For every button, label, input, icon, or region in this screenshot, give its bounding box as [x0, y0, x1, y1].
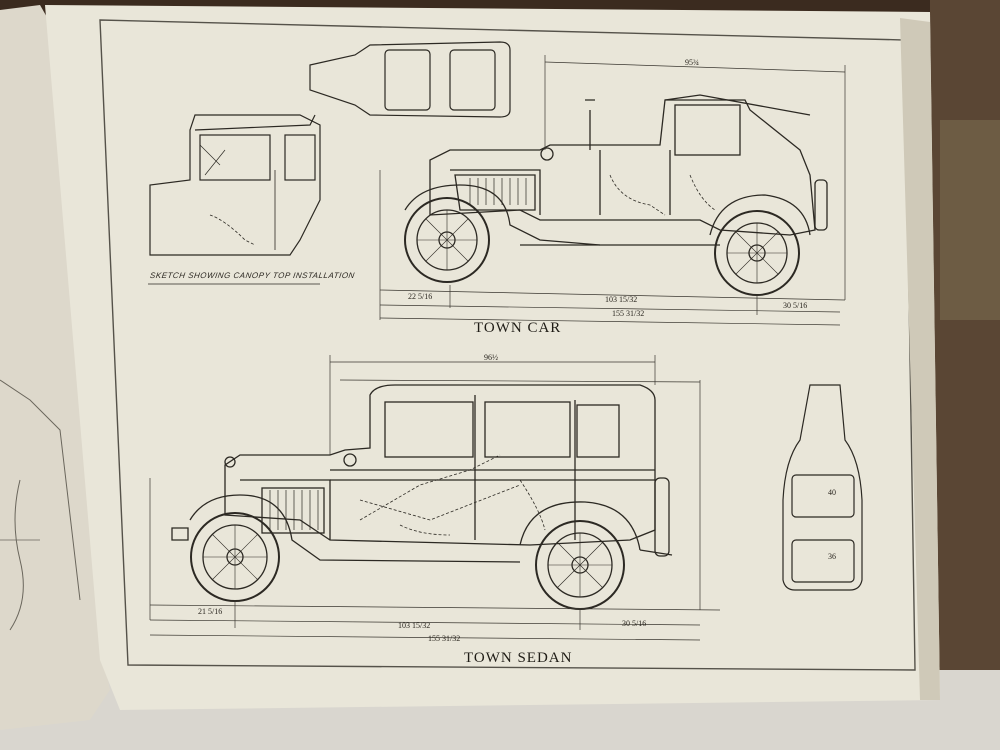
- town-car-caption: TOWN CAR: [474, 320, 562, 336]
- town-sedan-overall-top-dim: 96½: [484, 353, 498, 362]
- town-sedan-front-overhang-dim: 21 5/16: [198, 607, 223, 616]
- canopy-sketch: [149, 114, 321, 256]
- town-car-wheel-spokes: [417, 210, 787, 283]
- canopy-sketch-caption: SKETCH SHOWING CANOPY TOP INSTALLATION: [149, 271, 356, 280]
- town-car-rear-overhang-dim: 30 5/16: [783, 301, 808, 310]
- town-car-overall-top-dim: 95¾: [685, 58, 699, 67]
- town-car-dimension-lines: [379, 55, 846, 326]
- town-sedan-overall-length-dim: 155 31/32: [428, 634, 461, 643]
- plate-border: [99, 19, 916, 671]
- town-car-plan-view: [309, 41, 511, 118]
- left-page: [0, 5, 110, 730]
- town-car-overall-length-dim: 155 31/32: [612, 309, 645, 318]
- background-wall: [930, 0, 1000, 750]
- main-page: [45, 5, 940, 710]
- town-car-wheelbase-dim: 103 15/32: [605, 295, 638, 304]
- town-sedan-caption: TOWN SEDAN: [464, 650, 573, 666]
- plan-front-seat-dim: 36: [828, 552, 836, 561]
- town-sedan-rear-overhang-dim: 30 5/16: [622, 619, 647, 628]
- town-sedan-wheelbase-dim: 103 15/32: [398, 621, 431, 630]
- town-sedan-wheel-spokes: [203, 525, 612, 597]
- town-car-front-overhang-dim: 22 5/16: [408, 292, 433, 301]
- town-sedan-dimension-lines: [149, 355, 721, 641]
- town-sedan-plan-view: [782, 384, 863, 591]
- plan-rear-seat-dim: 40: [828, 488, 836, 497]
